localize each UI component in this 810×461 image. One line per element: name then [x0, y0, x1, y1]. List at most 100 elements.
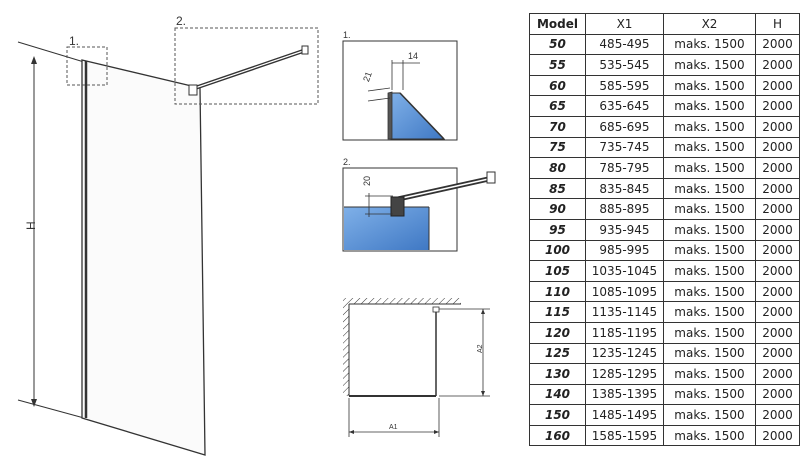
bar-bracket [188, 84, 198, 96]
cell-model: 125 [529, 342, 586, 365]
detail-2-glass [344, 207, 429, 250]
cell-x2: maks. 1500 [663, 177, 756, 200]
cell-x1: 835-845 [585, 177, 664, 200]
cell-x2: maks. 1500 [663, 321, 756, 344]
cell-model: 110 [529, 280, 586, 303]
cell-h: 2000 [755, 260, 800, 282]
cell-x1: 735-745 [585, 136, 664, 159]
cell-model: 95 [529, 218, 586, 241]
plan-width-label: A1 [389, 424, 398, 431]
height-label: H [24, 221, 38, 230]
detail-2-wall-mount [486, 171, 496, 184]
cell-x1: 1035-1045 [585, 260, 664, 282]
bottom-extension-line [17, 399, 85, 419]
cell-x1: 1135-1145 [585, 301, 664, 323]
header-x1: X1 [585, 13, 664, 35]
detail-2-bracket [390, 196, 405, 217]
cell-model: 100 [529, 239, 586, 262]
cell-x1: 485-495 [585, 33, 664, 56]
cell-model: 150 [529, 404, 586, 426]
cell-x1: 685-695 [585, 115, 664, 138]
cell-x1: 985-995 [585, 239, 664, 262]
cell-x1: 1285-1295 [585, 363, 664, 385]
header-x2: X2 [663, 13, 756, 35]
cell-x2: maks. 1500 [663, 74, 756, 97]
cell-x2: maks. 1500 [663, 301, 756, 323]
cell-x1: 885-895 [585, 198, 664, 220]
cell-model: 65 [529, 95, 586, 117]
cell-model: 80 [529, 157, 586, 179]
header-h: H [755, 13, 800, 35]
cell-h: 2000 [755, 95, 800, 117]
cell-h: 2000 [755, 383, 800, 406]
cell-x1: 785-795 [585, 157, 664, 179]
cell-x2: maks. 1500 [663, 136, 756, 159]
detail-1-dim-21: 21 [361, 70, 374, 83]
cell-x1: 935-945 [585, 218, 664, 241]
cell-x2: maks. 1500 [663, 260, 756, 282]
cell-x1: 585-595 [585, 74, 664, 97]
height-dim-arrow-top [31, 56, 37, 64]
cell-h: 2000 [755, 424, 800, 447]
cell-x1: 1585-1595 [585, 424, 664, 447]
cell-x2: maks. 1500 [663, 218, 756, 241]
cell-h: 2000 [755, 301, 800, 323]
detail-1-label: 1. [343, 30, 351, 40]
header-model: Model [529, 13, 586, 35]
cell-h: 2000 [755, 404, 800, 426]
cell-h: 2000 [755, 115, 800, 138]
main-elevation [17, 27, 319, 456]
cell-model: 90 [529, 198, 586, 220]
cell-h: 2000 [755, 33, 800, 56]
height-dim-arrow-bottom [31, 399, 37, 407]
cell-model: 140 [529, 383, 586, 406]
cell-model: 130 [529, 363, 586, 385]
bar-wall-mount [301, 45, 309, 55]
cell-x1: 535-545 [585, 54, 664, 76]
cell-h: 2000 [755, 342, 800, 365]
cell-x2: maks. 1500 [663, 115, 756, 138]
detail-1-dim-14: 14 [408, 51, 418, 61]
cell-x2: maks. 1500 [663, 33, 756, 56]
cell-h: 2000 [755, 280, 800, 303]
cell-x1: 635-645 [585, 95, 664, 117]
detail-1-profile [387, 91, 393, 140]
cell-x1: 1385-1395 [585, 383, 664, 406]
cell-x2: maks. 1500 [663, 157, 756, 179]
cell-x2: maks. 1500 [663, 424, 756, 447]
plan-depth-label: A2 [477, 344, 484, 353]
detail-2-dim-20: 20 [362, 176, 372, 186]
cell-h: 2000 [755, 239, 800, 262]
cell-model: 105 [529, 260, 586, 282]
plan-wall-top [343, 298, 461, 304]
cell-model: 85 [529, 177, 586, 200]
cell-x2: maks. 1500 [663, 280, 756, 303]
cell-model: 75 [529, 136, 586, 159]
cell-x2: maks. 1500 [663, 383, 756, 406]
cell-h: 2000 [755, 136, 800, 159]
cell-model: 70 [529, 115, 586, 138]
callout-label-2: 2. [176, 14, 186, 28]
cell-model: 60 [529, 74, 586, 97]
cell-x1: 1235-1245 [585, 342, 664, 365]
cell-model: 160 [529, 424, 586, 447]
cell-model: 55 [529, 54, 586, 76]
cell-x2: maks. 1500 [663, 95, 756, 117]
cell-model: 115 [529, 301, 586, 323]
cell-h: 2000 [755, 198, 800, 220]
